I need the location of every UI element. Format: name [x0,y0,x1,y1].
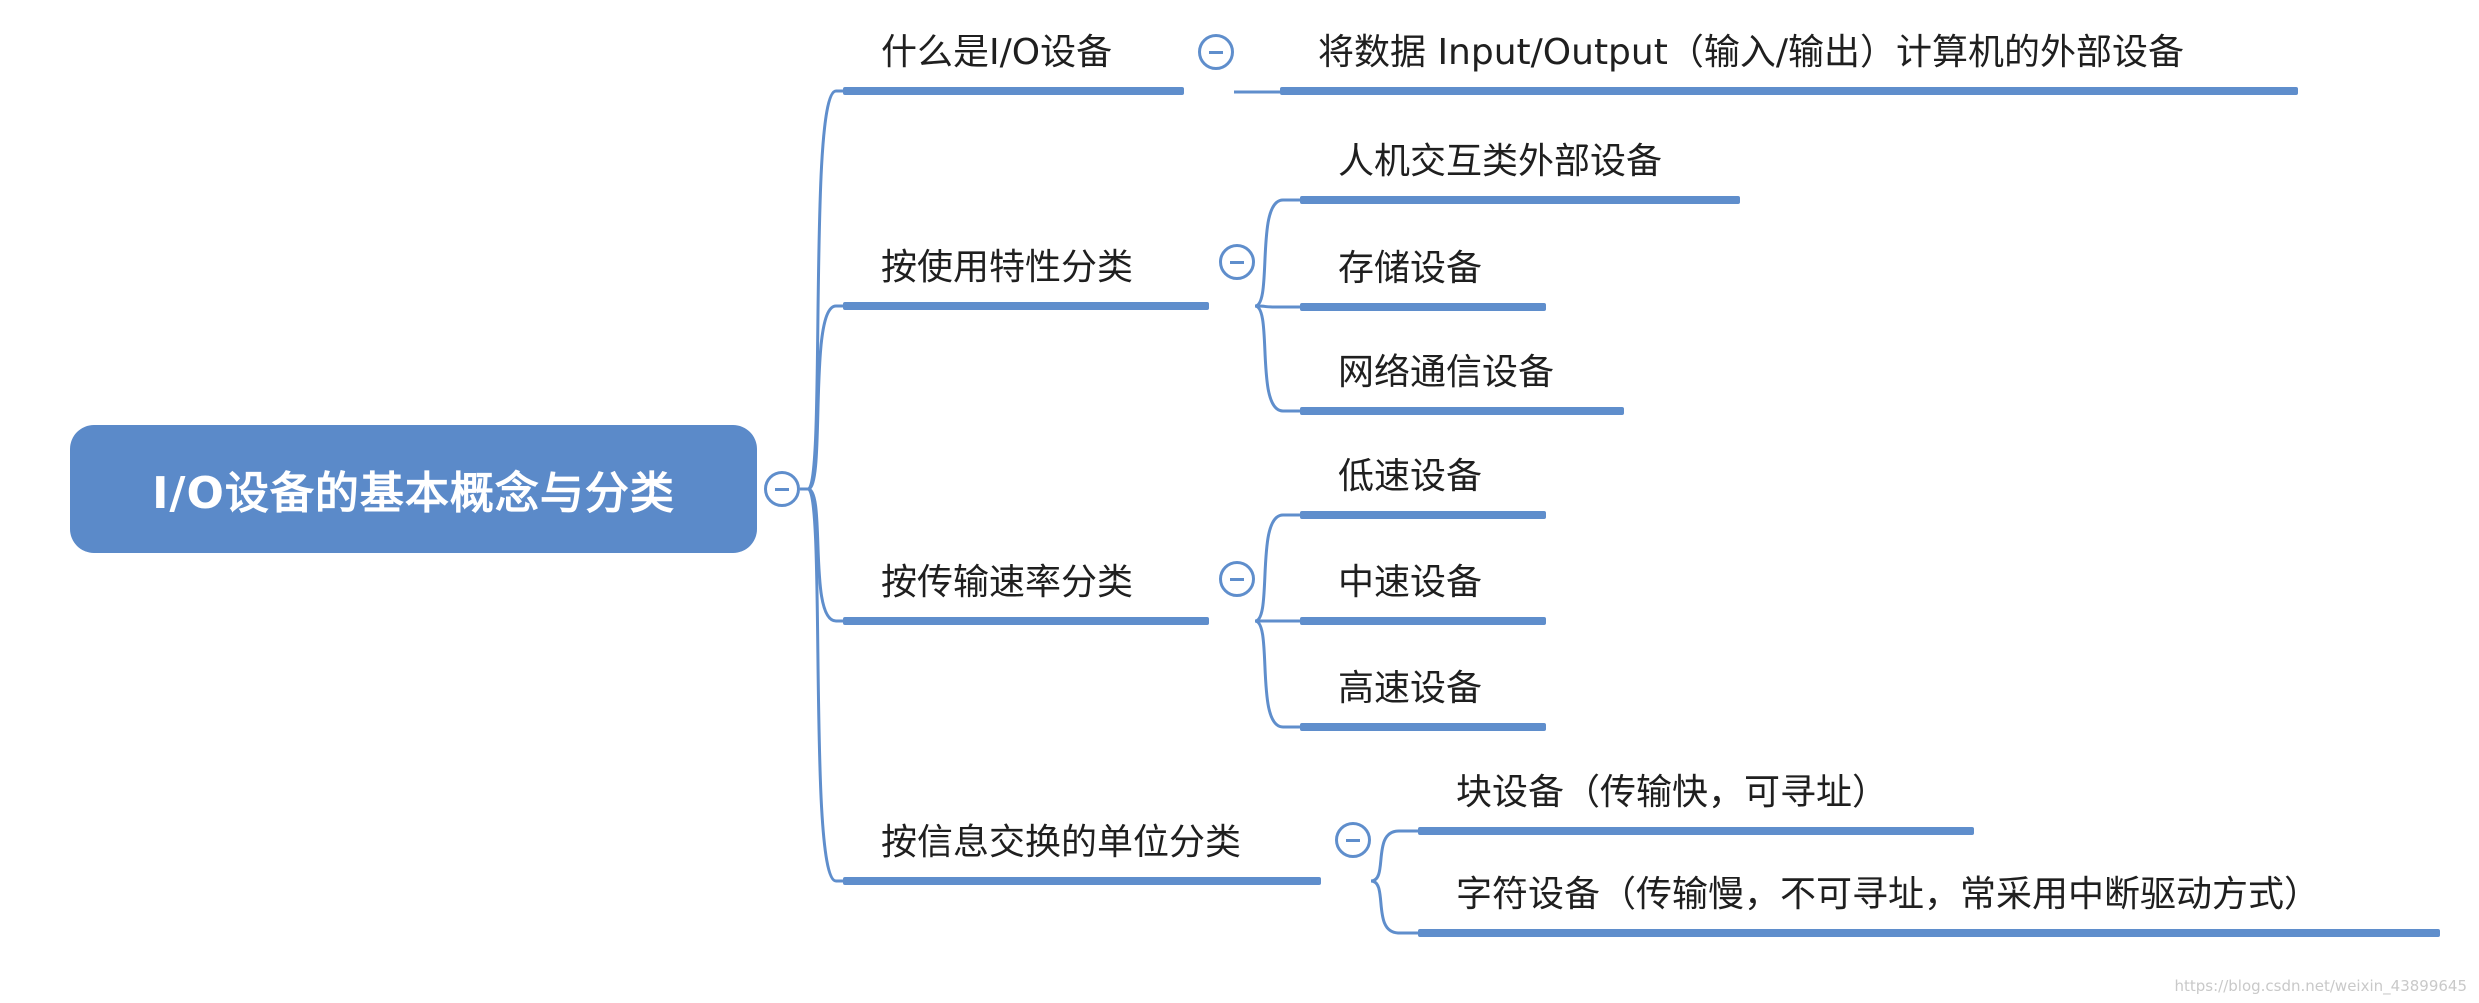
minus-circle-icon[interactable] [1219,244,1255,280]
leaf-underline [1300,303,1546,311]
leaf-label: 低速设备 [1338,456,1483,497]
leaf-underline [1300,617,1546,625]
leaf-underline [1300,723,1546,731]
branch-node-what-is-io[interactable]: 什么是I/O设备 [843,15,1184,95]
branch-underline [843,87,1184,95]
branch-1-leaf-connector-2 [1254,304,1300,413]
leaf-node-network-devices[interactable]: 网络通信设备 [1300,335,1624,415]
minus-circle-icon[interactable] [1198,34,1234,70]
branch-node-by-unit[interactable]: 按信息交换的单位分类 [843,805,1321,885]
minus-circle-icon[interactable] [764,471,800,507]
leaf-node-io-definition[interactable]: 将数据 Input/Output（输入/输出）计算机的外部设备 [1280,15,2298,95]
branch-label: 按传输速率分类 [881,562,1134,603]
root-node[interactable]: I/O设备的基本概念与分类 [70,425,757,553]
leaf-label: 将数据 Input/Output（输入/输出）计算机的外部设备 [1318,32,2184,73]
minus-circle-icon[interactable] [1335,822,1371,858]
leaf-node-high-speed[interactable]: 高速设备 [1300,651,1546,731]
leaf-label: 高速设备 [1338,668,1483,709]
branch-2-leaf-connector-0 [1254,513,1300,623]
leaf-label: 块设备（传输快，可寻址） [1456,772,1889,813]
leaf-label: 中速设备 [1338,562,1483,603]
leaf-underline [1300,511,1546,519]
leaf-node-medium-speed[interactable]: 中速设备 [1300,545,1546,625]
root-label: I/O设备的基本概念与分类 [152,468,675,519]
branch-underline [843,302,1209,310]
leaf-underline [1418,827,1974,835]
minus-circle-icon[interactable] [1219,561,1255,597]
leaf-node-block-device[interactable]: 块设备（传输快，可寻址） [1418,755,1974,835]
leaf-label: 字符设备（传输慢，不可寻址，常采用中断驱动方式） [1456,874,2321,915]
leaf-underline [1300,196,1740,204]
leaf-underline [1280,87,2298,95]
branch-node-by-usage[interactable]: 按使用特性分类 [843,230,1209,310]
leaf-label: 存储设备 [1338,248,1483,289]
leaf-node-storage-devices[interactable]: 存储设备 [1300,231,1546,311]
leaf-underline [1418,929,2440,937]
leaf-node-low-speed[interactable]: 低速设备 [1300,439,1546,519]
branch-underline [843,877,1321,885]
leaf-label: 网络通信设备 [1338,352,1555,393]
leaf-node-hci-devices[interactable]: 人机交互类外部设备 [1300,124,1740,204]
root-to-branch-connector-1 [807,304,843,491]
branch-node-by-rate[interactable]: 按传输速率分类 [843,545,1209,625]
branch-2-leaf-connector-2 [1254,619,1300,729]
branch-underline [843,617,1209,625]
root-to-branch-connector-3 [806,487,843,883]
branch-1-leaf-connector-1 [1254,304,1300,309]
leaf-underline [1300,407,1624,415]
leaf-label: 人机交互类外部设备 [1338,141,1663,182]
branch-1-leaf-connector-0 [1254,198,1300,308]
watermark: https://blog.csdn.net/weixin_43899645 [2174,977,2467,995]
root-to-branch-connector-0 [806,89,843,491]
branch-label: 什么是I/O设备 [881,32,1113,73]
branch-label: 按信息交换的单位分类 [881,822,1242,863]
leaf-node-character-device[interactable]: 字符设备（传输慢，不可寻址，常采用中断驱动方式） [1418,857,2440,937]
branch-3-leaf-connector-0 [1370,829,1418,883]
root-to-branch-connector-2 [807,487,843,623]
branch-label: 按使用特性分类 [881,247,1134,288]
branch-3-leaf-connector-1 [1370,879,1418,935]
